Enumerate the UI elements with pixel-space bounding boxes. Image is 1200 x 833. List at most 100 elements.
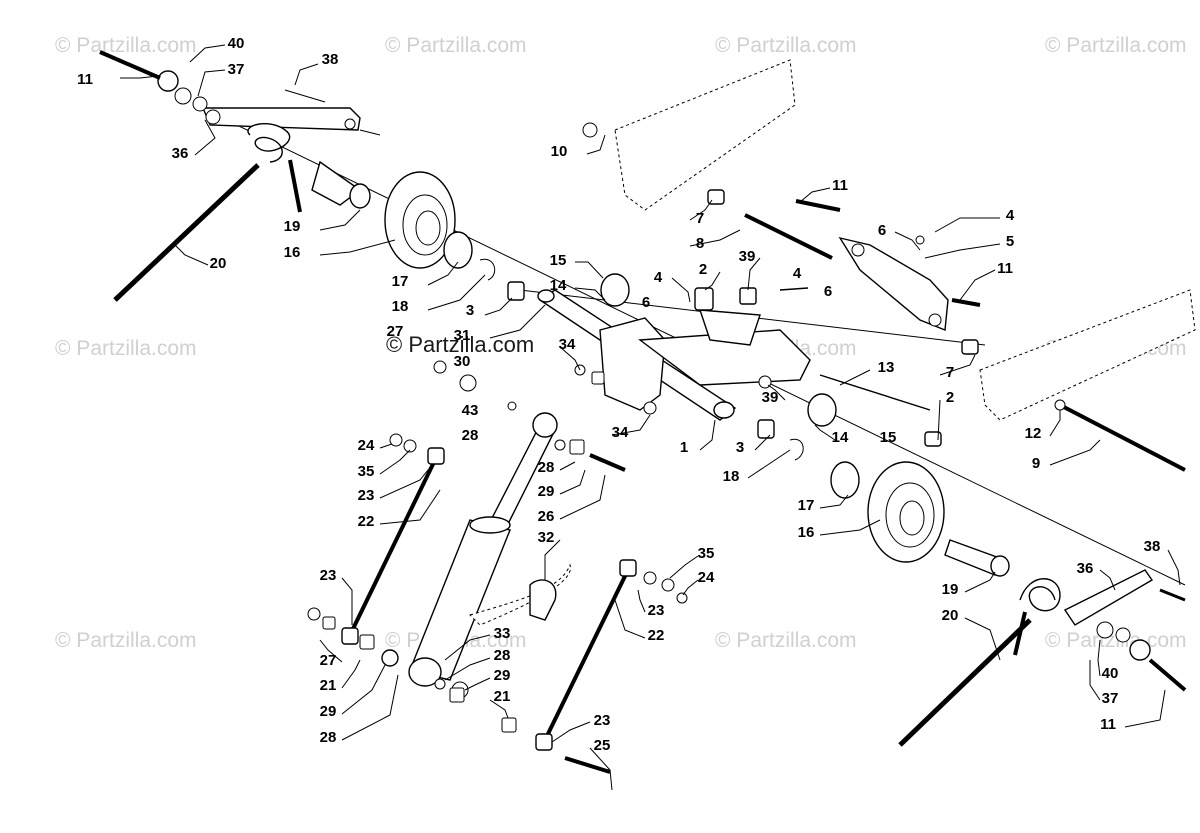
callout-43: 43 — [462, 402, 479, 419]
callout-11: 11 — [1100, 716, 1116, 733]
callout-4: 4 — [654, 269, 663, 286]
right-wheel — [757, 419, 1010, 577]
callout-38: 38 — [1144, 538, 1161, 555]
callout-16: 16 — [798, 524, 815, 541]
callout-33: 33 — [494, 625, 511, 642]
callout-17: 17 — [392, 273, 409, 290]
watermark-5: © Partzilla.com — [55, 337, 197, 360]
callout-29: 29 — [538, 483, 555, 500]
callout-6: 6 — [642, 294, 650, 311]
callout-18: 18 — [723, 468, 740, 485]
callout-28: 28 — [494, 647, 511, 664]
watermark-3: © Partzilla.com — [715, 34, 857, 57]
left-link-rod — [307, 433, 445, 667]
watermark-11: © Partzilla.com — [1045, 629, 1187, 652]
callout-23: 23 — [358, 487, 375, 504]
callout-12: 12 — [1025, 425, 1042, 442]
callout-23: 23 — [594, 712, 611, 729]
leader-lines — [120, 44, 1181, 791]
callout-24: 24 — [358, 437, 375, 454]
callout-1: 1 — [680, 439, 688, 456]
callout-36: 36 — [1077, 560, 1094, 577]
frame-rails — [582, 59, 1196, 421]
callout-30: 30 — [454, 353, 471, 370]
left-arm-assembly — [99, 50, 371, 302]
callout-3: 3 — [466, 302, 474, 319]
callout-32: 32 — [538, 529, 555, 546]
callout-37: 37 — [228, 61, 245, 78]
watermark-4: © Partzilla.com — [1045, 34, 1187, 57]
callout-27: 27 — [320, 652, 337, 669]
left-wheel — [384, 171, 525, 301]
callout-29: 29 — [494, 667, 511, 684]
callout-6: 6 — [878, 222, 886, 239]
callout-2: 2 — [699, 261, 707, 278]
callout-26: 26 — [538, 508, 555, 525]
callout-7: 7 — [946, 364, 954, 381]
callout-34: 34 — [559, 336, 576, 353]
callout-18: 18 — [392, 298, 409, 315]
watermark-center: © Partzilla.com — [386, 332, 534, 357]
callout-21: 21 — [494, 688, 511, 705]
shock-absorber — [408, 412, 571, 687]
callout-28: 28 — [320, 729, 337, 746]
center-hardware — [433, 360, 626, 733]
callout-28: 28 — [462, 427, 479, 444]
callout-35: 35 — [698, 545, 715, 562]
right-link-rod — [535, 559, 688, 774]
callout-9: 9 — [1032, 455, 1040, 472]
callout-25: 25 — [594, 737, 611, 754]
callout-19: 19 — [284, 218, 301, 235]
callout-27: 27 — [387, 323, 404, 340]
long-bolt-right — [1054, 399, 1186, 472]
callout-37: 37 — [1102, 690, 1119, 707]
callout-34: 34 — [612, 424, 629, 441]
callout-21: 21 — [320, 677, 337, 694]
callout-23: 23 — [648, 602, 665, 619]
callout-15: 15 — [880, 429, 897, 446]
callout-22: 22 — [358, 513, 375, 530]
callout-5: 5 — [1006, 233, 1014, 250]
callout-7: 7 — [696, 210, 704, 227]
callout-3: 3 — [736, 439, 744, 456]
callout-39: 39 — [739, 248, 756, 265]
watermark-10: © Partzilla.com — [715, 629, 857, 652]
callout-35: 35 — [358, 463, 375, 480]
right-arm-assembly — [898, 569, 1187, 747]
callout-14: 14 — [550, 277, 567, 294]
watermark-2: © Partzilla.com — [385, 34, 527, 57]
callout-17: 17 — [798, 497, 815, 514]
callout-40: 40 — [1102, 665, 1119, 682]
callout-39: 39 — [762, 389, 779, 406]
callout-13: 13 — [878, 359, 895, 376]
callout-29: 29 — [320, 703, 337, 720]
callout-4: 4 — [793, 265, 802, 282]
callout-16: 16 — [284, 244, 301, 261]
callout-11: 11 — [997, 260, 1013, 277]
callout-10: 10 — [551, 143, 568, 160]
callout-11: 11 — [832, 177, 848, 194]
callout-20: 20 — [210, 255, 227, 272]
center-pivot-assembly — [537, 273, 931, 427]
callout-14: 14 — [832, 429, 849, 446]
callout-28: 28 — [538, 459, 555, 476]
callout-8: 8 — [696, 235, 704, 252]
watermark-8: © Partzilla.com — [55, 629, 197, 652]
watermark-1: © Partzilla.com — [55, 34, 197, 57]
callout-15: 15 — [550, 252, 567, 269]
callout-2: 2 — [946, 389, 954, 406]
callout-4: 4 — [1006, 207, 1015, 224]
callout-22: 22 — [648, 627, 665, 644]
callout-40: 40 — [228, 35, 245, 52]
callout-6: 6 — [824, 283, 832, 300]
callout-20: 20 — [942, 607, 959, 624]
callout-19: 19 — [942, 581, 959, 598]
callout-24: 24 — [698, 569, 715, 586]
callout-38: 38 — [322, 51, 339, 68]
callout-36: 36 — [172, 145, 189, 162]
callout-31: 31 — [454, 327, 471, 344]
upper-right-bracket — [707, 189, 981, 447]
callout-23: 23 — [320, 567, 337, 584]
